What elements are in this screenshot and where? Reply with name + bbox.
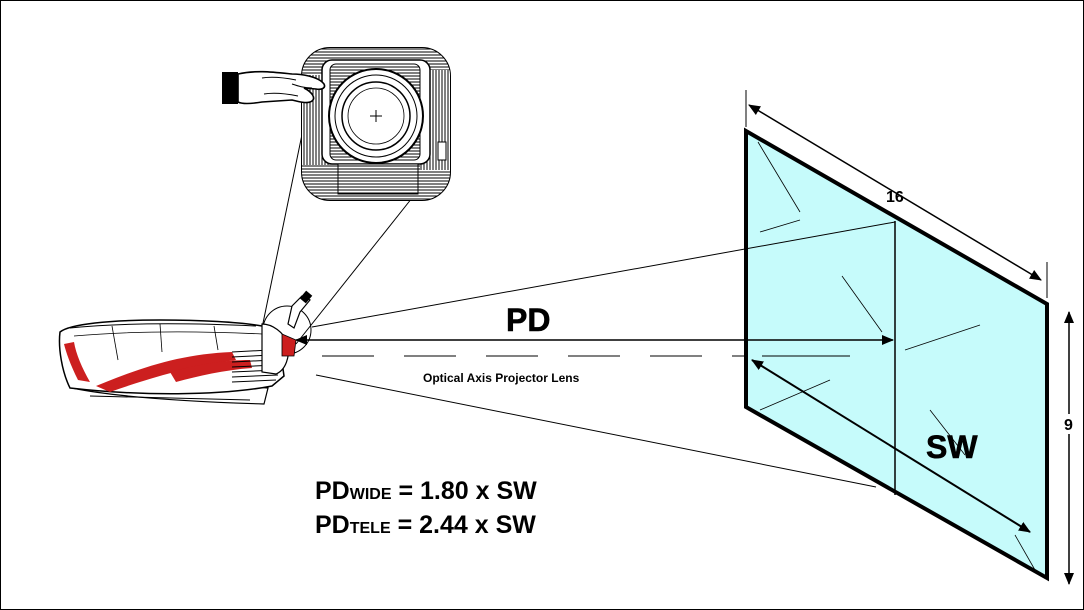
width-arrow (748, 104, 1042, 281)
lens-closeup-icon (301, 47, 451, 201)
formulas: PDWIDE = 1.80 x SW PDTELE = 2.44 x SW (315, 477, 537, 539)
optical-axis-label: Optical Axis Projector Lens (423, 371, 580, 385)
pd-dimension: PD (295, 302, 894, 345)
pd-label: PD (506, 302, 550, 338)
callout-line-left (261, 119, 306, 329)
pointing-hand-icon (222, 70, 326, 105)
width-dimension: 16 (745, 90, 1048, 298)
zoom-callout-lines (261, 119, 413, 345)
callout-line-right (295, 197, 413, 345)
height-dimension: 9 (1062, 311, 1078, 585)
height-ratio-label: 9 (1064, 417, 1073, 434)
formula-wide: PDWIDE = 1.80 x SW (315, 477, 537, 505)
optical-axis: Optical Axis Projector Lens (322, 355, 850, 385)
sw-dimension: SW (751, 359, 1031, 533)
width-ratio-label: 16 (886, 189, 904, 206)
sw-arrow (751, 359, 1031, 533)
glint-2 (841, 275, 883, 333)
sw-label: SW (926, 429, 978, 465)
height-label-bg (1062, 414, 1078, 434)
formula-tele: PDTELE = 2.44 x SW (315, 511, 536, 539)
glint-3 (904, 324, 981, 351)
glint-6 (1014, 534, 1036, 571)
projector-icon (58, 290, 313, 405)
